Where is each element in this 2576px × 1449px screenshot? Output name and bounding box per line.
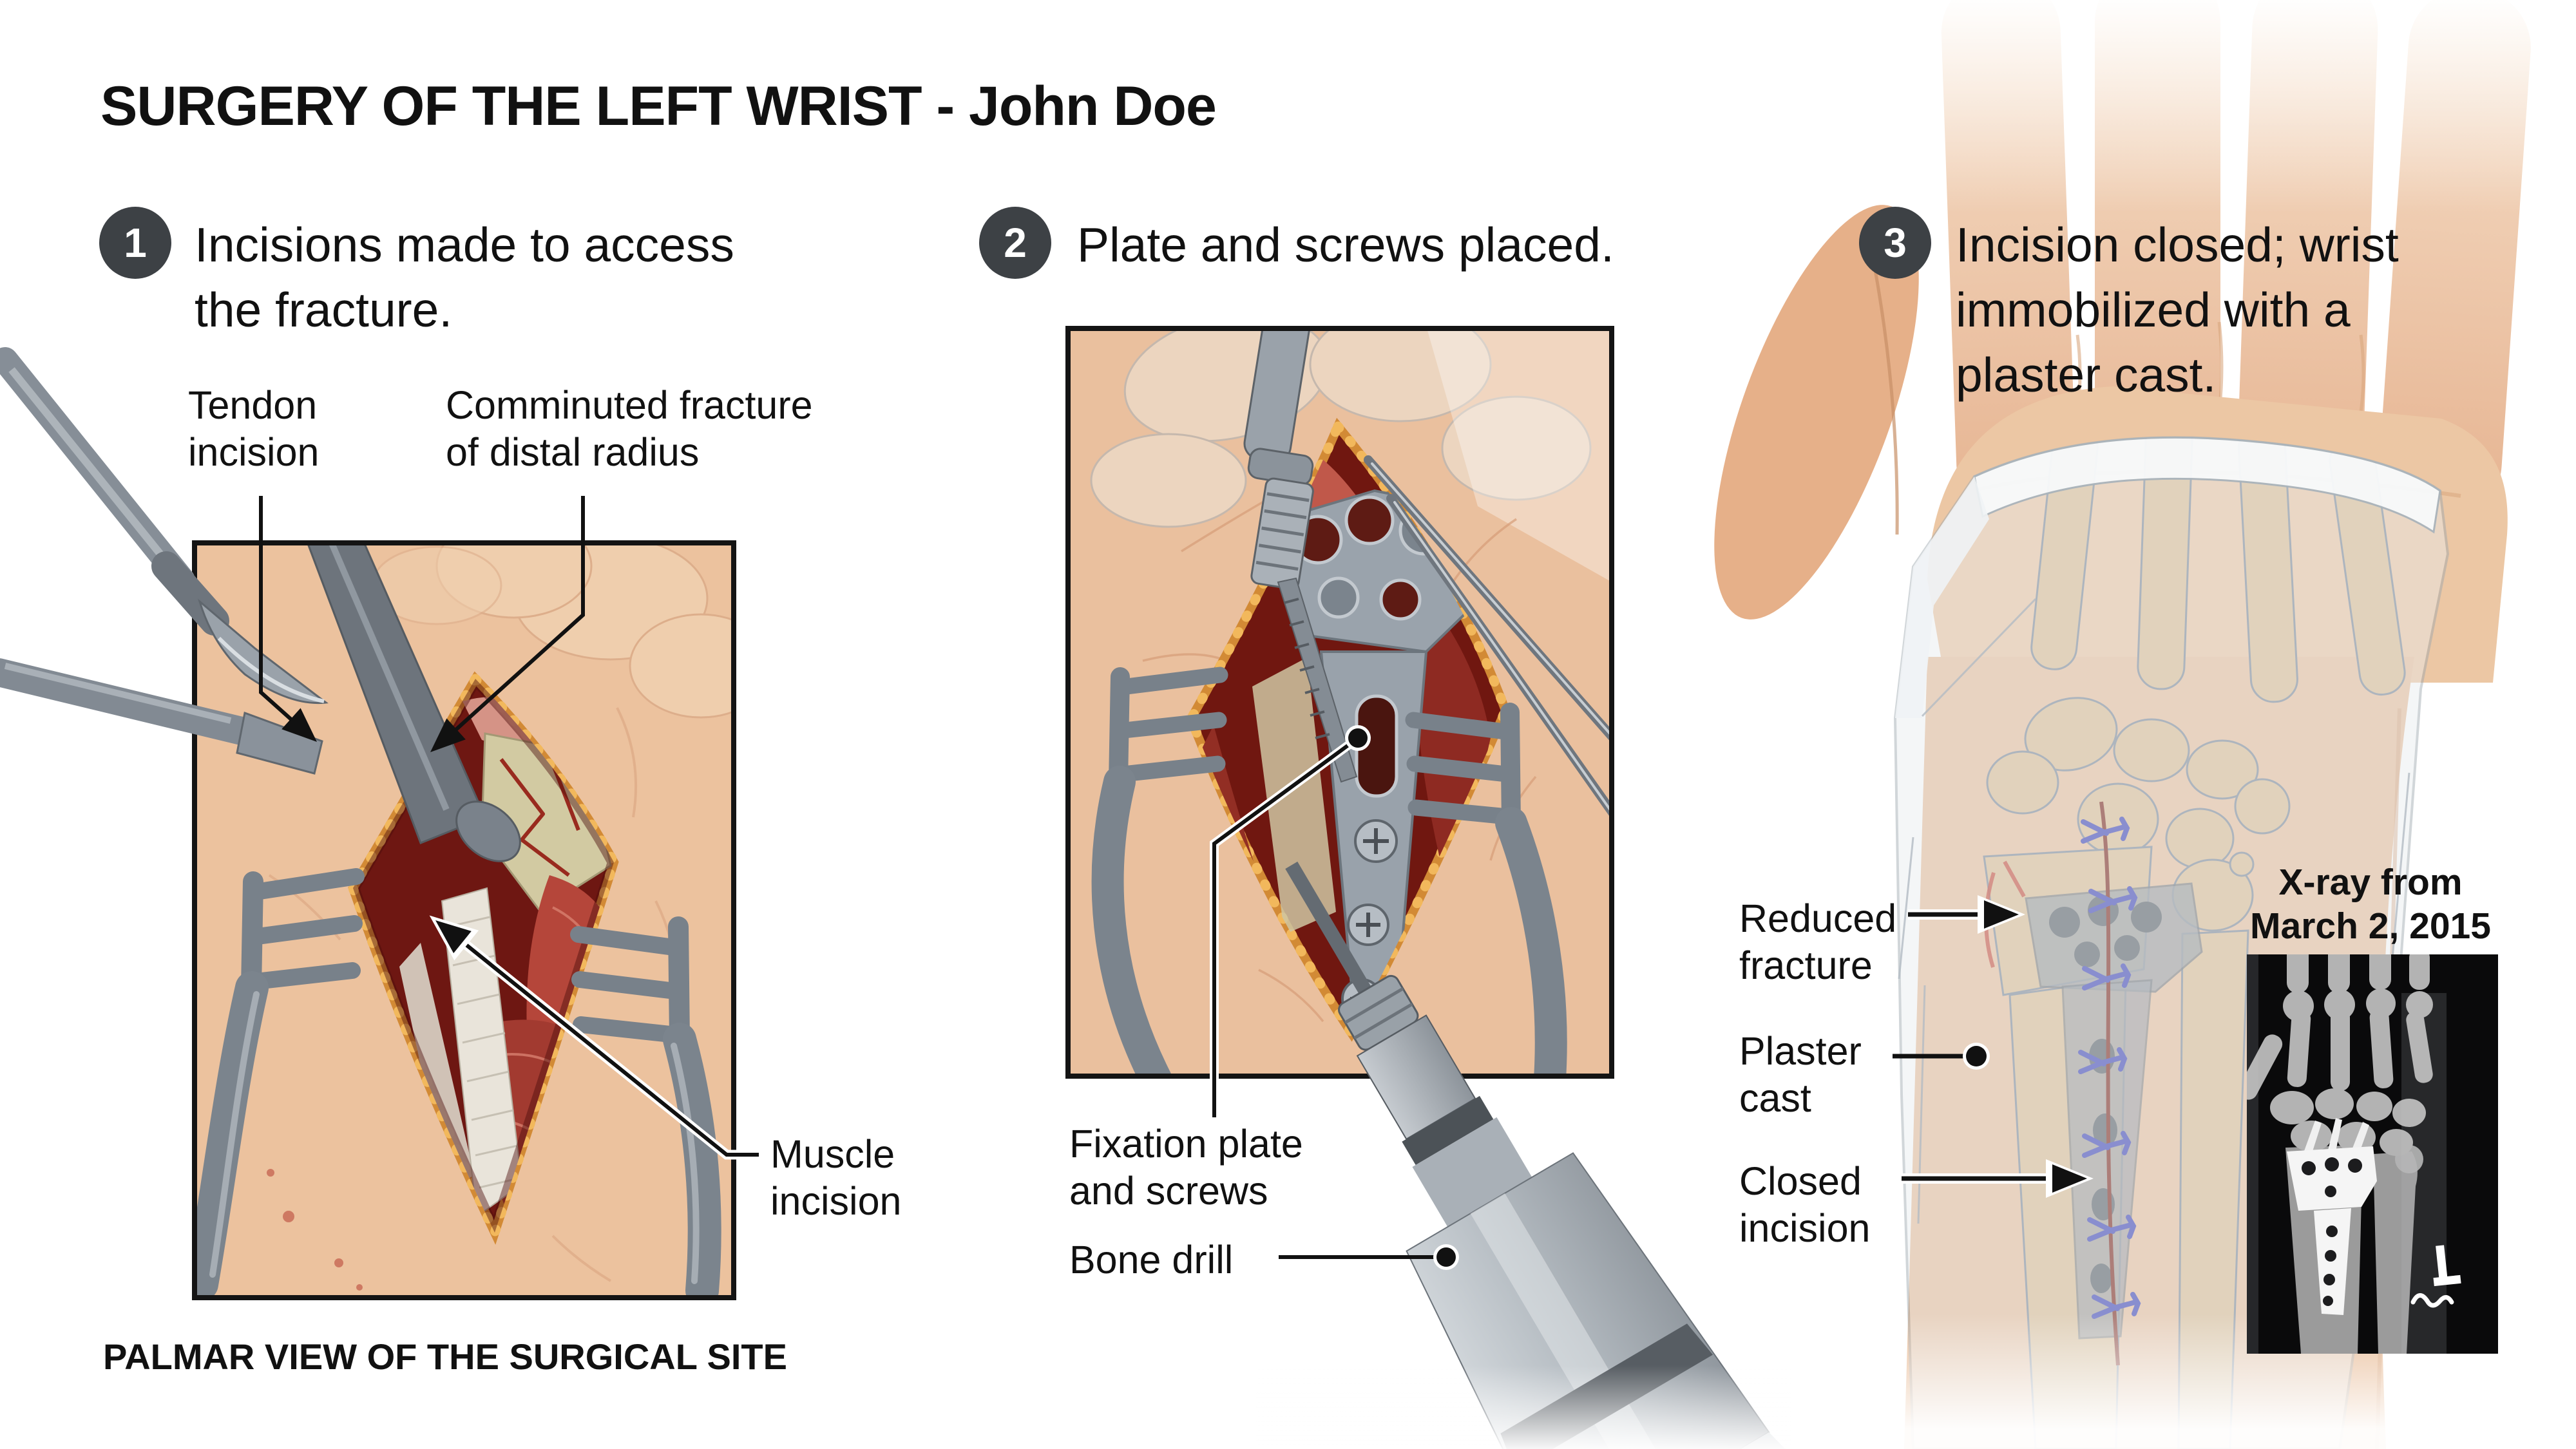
screwdriver	[1243, 326, 1358, 783]
closed-incision-line	[2099, 801, 2120, 1366]
blood-spots	[267, 1169, 363, 1291]
cast-rim	[1973, 436, 2441, 534]
step-1-line-1: Incisions made to access	[195, 218, 734, 272]
step-2-text: Plate and screws placed.	[1077, 213, 1614, 278]
label-plaster-cast: Plaster cast	[1739, 1029, 1862, 1120]
panel-2-frame	[1065, 326, 1614, 1079]
step-2-number: 2	[1004, 220, 1027, 266]
xray-caption: X-ray from March 2, 2015	[2250, 862, 2491, 947]
step-3-line-2: immobilized with a	[1956, 283, 2351, 337]
step-3-badge: 3	[1859, 207, 1931, 279]
top-white-fade	[1881, 0, 2576, 213]
figure-title: SURGERY OF THE LEFT WRIST - John Doe	[100, 75, 1217, 137]
leader-closed-incision	[1902, 1159, 2094, 1198]
right-rake-retractor	[570, 916, 721, 1300]
fracture-lines	[499, 758, 580, 877]
label-comminuted-fracture: Comminuted fracture of distal radius	[446, 383, 813, 474]
right-rake-retractor	[1405, 703, 1567, 1079]
label-closed-incision: Closed incision	[1739, 1159, 1871, 1250]
step-3-line-1: Incision closed; wrist	[1956, 218, 2399, 272]
step-3-number: 3	[1884, 220, 1907, 266]
panel-1-frame	[192, 540, 736, 1300]
leader-reduced-fracture	[1908, 895, 2025, 934]
leader-comminuted-fracture	[430, 496, 585, 752]
k-wires	[1364, 455, 1614, 820]
surgical-site-illustration	[0, 347, 736, 1300]
xray-image	[2247, 954, 2498, 1354]
label-bone-drill: Bone drill	[1069, 1238, 1234, 1282]
ghost-bones	[371, 540, 736, 719]
panel-1-caption: PALMAR VIEW OF THE SURGICAL SITE	[103, 1336, 787, 1377]
label-tendon-incision: Tendon incision	[188, 383, 320, 474]
leader-muscle-incision	[429, 915, 759, 1160]
xray-plate	[2287, 1118, 2377, 1315]
leader-plaster-cast	[1893, 1043, 1990, 1070]
step-3-line-3: plaster cast.	[1956, 348, 2217, 402]
band-retractor	[305, 540, 521, 862]
step-3-text: Incision closed; wrist immobilized with …	[1956, 213, 2399, 408]
step-2-badge: 2	[979, 207, 1051, 279]
xray-side-marker	[2410, 1245, 2461, 1308]
left-rake-retractor	[192, 868, 365, 1300]
label-muscle-incision: Muscle incision	[770, 1132, 902, 1223]
label-reduced-fracture: Reduced fracture	[1739, 896, 1897, 987]
elevator-tool	[0, 658, 323, 775]
left-rake-retractor	[1091, 667, 1228, 1079]
thumb	[1714, 205, 1919, 620]
leader-fixation-plate	[1210, 725, 1371, 1117]
sutures	[2078, 817, 2141, 1319]
leader-bone-drill	[1279, 1244, 1459, 1270]
label-fixation-plate: Fixation plate and screws	[1069, 1122, 1303, 1213]
step-2-line-1: Plate and screws placed.	[1077, 218, 1614, 272]
step-1-line-2: the fracture.	[195, 283, 453, 337]
step-1-badge: 1	[99, 207, 171, 279]
leader-tendon-incision	[259, 496, 317, 742]
step-1-text: Incisions made to access the fracture.	[195, 213, 734, 343]
step-1-number: 1	[124, 220, 147, 266]
